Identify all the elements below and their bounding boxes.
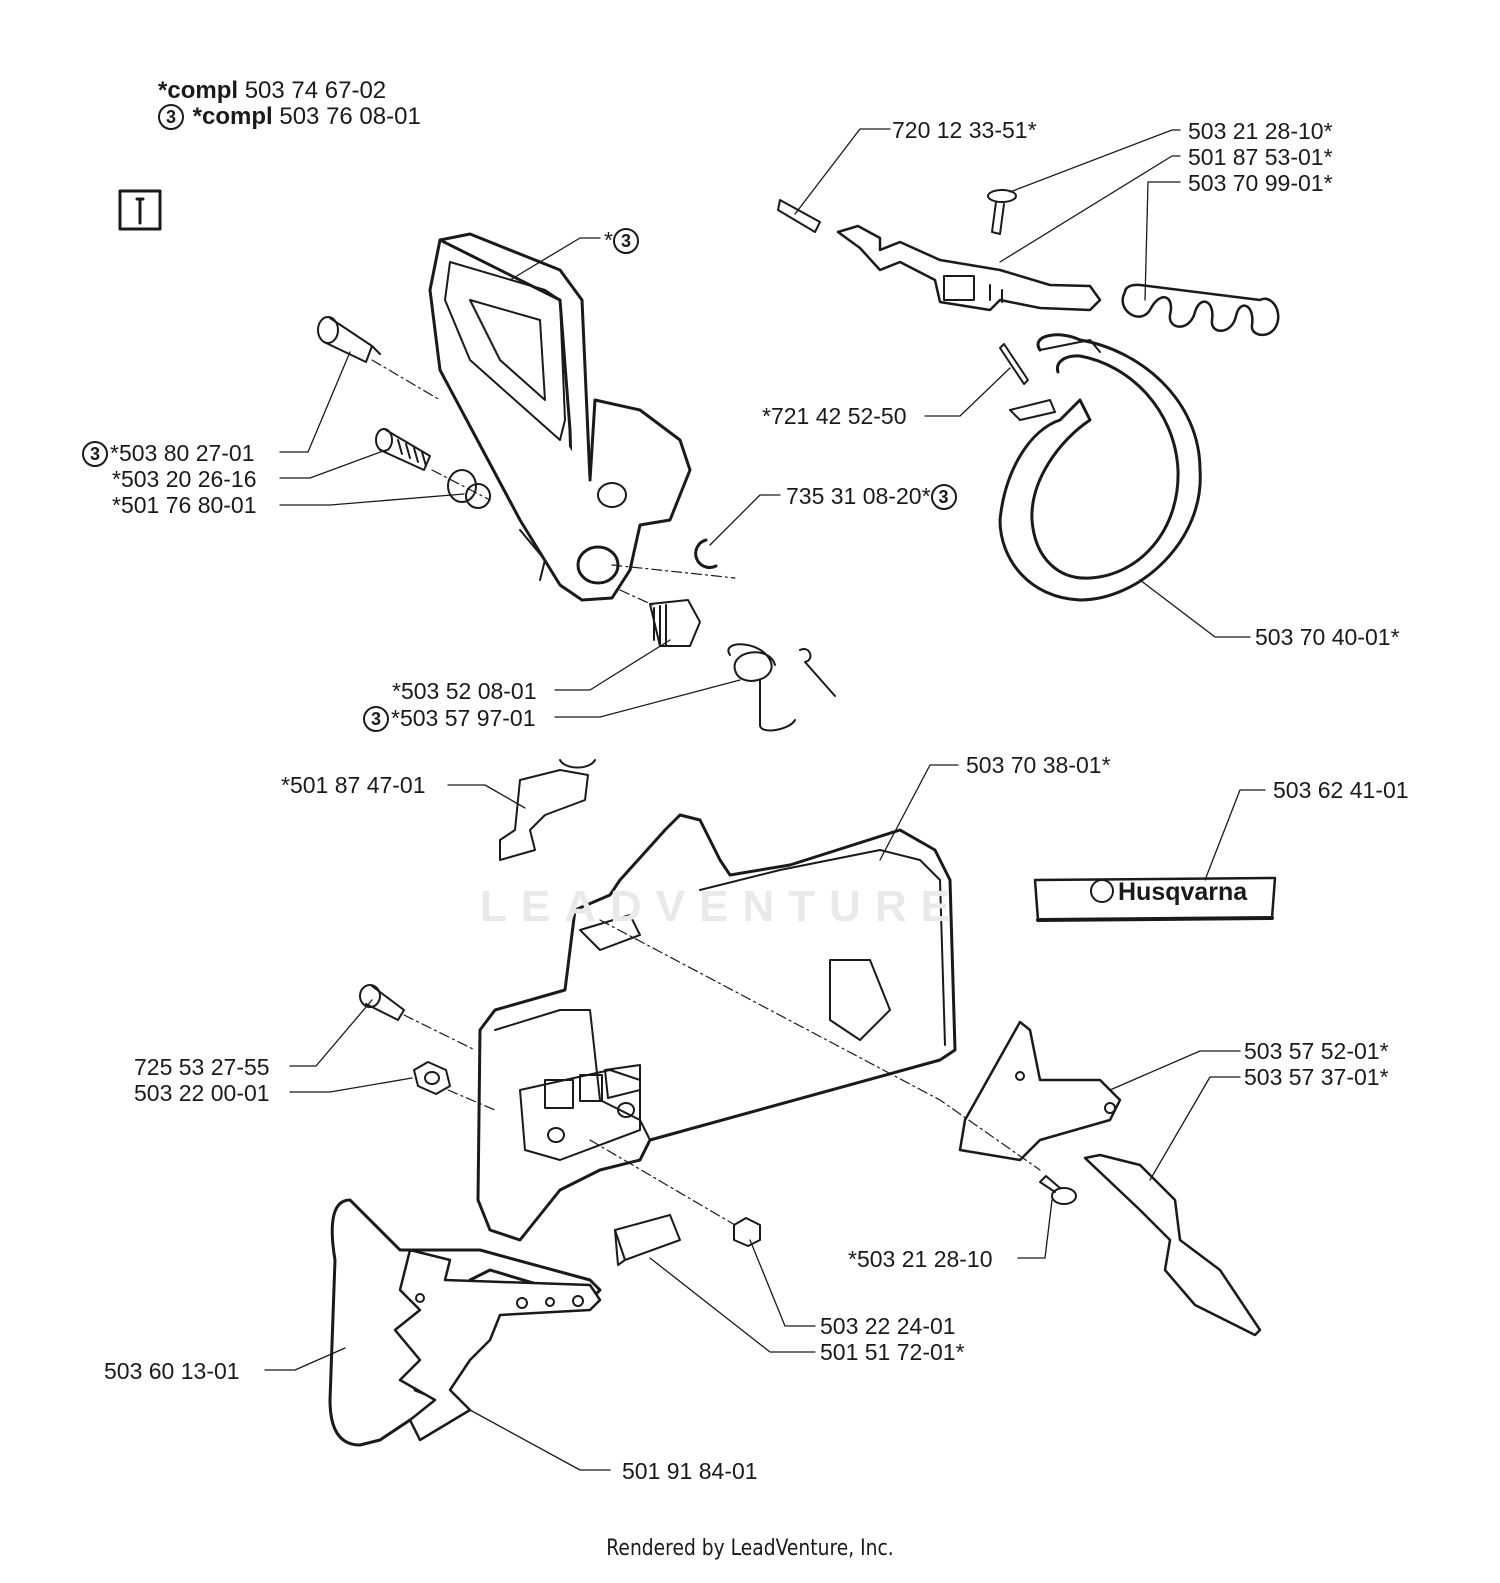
bushing-501-76-80-01 — [447, 469, 491, 509]
circle-3-badge: 3 — [363, 706, 389, 732]
brake-lever-assembly — [777, 199, 1102, 312]
label-501-91-84-01: 501 91 84-01 — [622, 1458, 758, 1484]
plate-501-91-84-01 — [393, 1248, 602, 1442]
compl-line: *compl 503 74 67-02 — [158, 78, 386, 104]
label-720-12-33-51: 720 12 33-51* — [892, 117, 1037, 143]
label-503-57-37-01: 503 57 37-01* — [1244, 1064, 1389, 1090]
screw-lower — [1039, 1175, 1077, 1205]
label-503-22-24-01: 503 22 24-01 — [820, 1313, 956, 1339]
label-text: *503 57 97-01 — [391, 705, 536, 731]
brake-band — [998, 333, 1202, 602]
compl3-part: 503 76 08-01 — [279, 103, 421, 130]
compl3-line: 3 *compl 503 76 08-01 — [158, 104, 421, 130]
label-501-87-53-01: 501 87 53-01* — [1188, 144, 1333, 170]
label-501-51-72-01: 501 51 72-01* — [820, 1339, 965, 1365]
footer-credit: Rendered by LeadVenture, Inc. — [606, 1536, 894, 1561]
label-text: *503 80 27-01 — [110, 440, 255, 466]
label-503-80-27-01: 3*503 80 27-01 — [82, 440, 255, 467]
guide-plate-503-57-37-01 — [1083, 1153, 1262, 1337]
cap-501-51-72-01 — [614, 1214, 681, 1266]
circlip — [694, 538, 718, 569]
label-503-70-99-01: 503 70 99-01* — [1188, 170, 1333, 196]
husqvarna-brand-text: Husqvarna — [1090, 878, 1247, 907]
chain-guide-plate — [499, 759, 596, 861]
brand-name: Husqvarna — [1118, 878, 1248, 906]
husqvarna-logo-icon — [1090, 879, 1114, 903]
label-text: 735 31 08-20* — [786, 483, 931, 509]
chain-brake-handle — [428, 232, 692, 602]
pin — [999, 343, 1029, 385]
circle-3-badge: 3 — [930, 484, 957, 510]
label-503-70-38-01: 503 70 38-01* — [966, 752, 1111, 778]
circle-3-badge: 3 — [612, 228, 639, 254]
label-503-21-28-10-top: 503 21 28-10* — [1188, 118, 1333, 144]
watermark: LEADVENTURE — [480, 882, 965, 931]
label-725-53-27-55: 725 53 27-55 — [134, 1054, 270, 1080]
circle-3-badge: 3 — [82, 441, 108, 467]
compl3-word: *compl — [192, 103, 273, 130]
leader-lines — [264, 128, 1266, 1471]
torsion-spring — [727, 643, 836, 732]
label-503-62-41-01: 503 62 41-01 — [1273, 777, 1409, 803]
label-503-20-26-16: *503 20 26-16 — [112, 466, 257, 492]
compl-word: *compl — [158, 77, 239, 104]
screw-725-53-27-55 — [359, 984, 405, 1021]
coil-spring — [1121, 283, 1280, 337]
circle-3-badge: 3 — [158, 104, 184, 130]
nut-503-22-00-01 — [413, 1061, 451, 1095]
label-501-76-80-01: *501 76 80-01 — [112, 492, 257, 518]
deflector-503-57-52-01 — [958, 1020, 1122, 1162]
label-721-42-52-50: *721 42 52-50 — [762, 403, 907, 429]
screw-503-20-26-16 — [375, 428, 431, 471]
label-503-70-40-01: 503 70 40-01* — [1255, 624, 1400, 650]
screw-top — [987, 189, 1017, 235]
label-503-52-08-01: *503 52 08-01 — [392, 678, 537, 704]
label-503-22-00-01: 503 22 00-01 — [134, 1080, 270, 1106]
screw-503-80-27-01 — [317, 316, 381, 363]
label-503-60-13-01: 503 60 13-01 — [104, 1358, 240, 1384]
nut-503-22-24-01 — [733, 1217, 761, 1247]
label-503-21-28-10-lower: *503 21 28-10 — [848, 1246, 993, 1272]
label-735-31-08-20: 735 31 08-20*3 — [786, 483, 959, 510]
label-503-57-52-01: 503 57 52-01* — [1244, 1038, 1389, 1064]
wrench-icon — [118, 189, 162, 231]
label-503-57-97-01: 3*503 57 97-01 — [363, 705, 536, 732]
compl-part: 503 74 67-02 — [244, 77, 387, 104]
label-star-3: *3 — [604, 227, 641, 254]
label-501-87-47-01: *501 87 47-01 — [281, 772, 426, 798]
clutch-cover — [476, 813, 957, 1242]
star: * — [604, 227, 613, 253]
bushing-503-52-08-01 — [649, 599, 701, 647]
assembly-axes — [371, 359, 1041, 1226]
